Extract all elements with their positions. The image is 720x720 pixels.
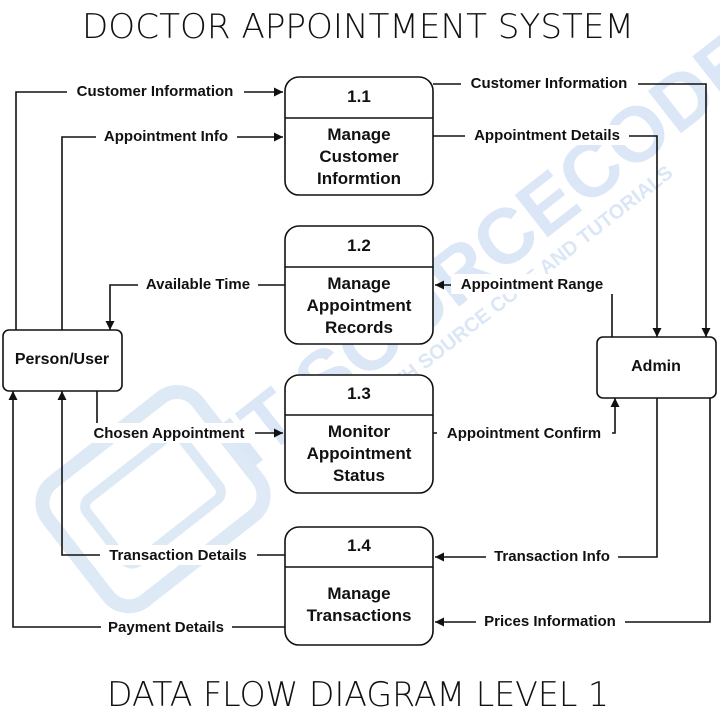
process-1-4: 1.4 Manage Transactions: [284, 526, 434, 646]
page-subtitle: DATA FLOW DIAGRAM LEVEL 1: [107, 675, 609, 715]
flow-labels: Customer Information Appointment Info Cu…: [67, 73, 638, 637]
flow-label-available-time: Available Time: [146, 276, 250, 293]
flow-label-appointment-confirm: Appointment Confirm: [447, 425, 601, 442]
entity-person-user-label: Person/User: [15, 351, 109, 368]
entity-admin: Admin: [596, 336, 717, 399]
process-name-line: Records: [325, 318, 393, 337]
flow-label-appointment-details: Appointment Details: [474, 127, 620, 144]
process-1-1: 1.1 Manage Customer Informtion: [284, 76, 434, 196]
process-number: 1.2: [347, 236, 371, 255]
process-1-3: 1.3 Monitor Appointment Status: [284, 374, 434, 494]
flow-label-customer-info-out: Customer Information: [471, 75, 628, 92]
flow-label-chosen-appointment: Chosen Appointment: [93, 425, 244, 442]
flow-line-appointment-info: [61, 132, 283, 330]
process-name-line: Customer: [319, 147, 399, 166]
process-name-line: Monitor: [328, 422, 391, 441]
flow-label-prices-information: Prices Information: [484, 613, 616, 630]
process-name-line: Manage: [327, 584, 390, 603]
process-number: 1.4: [347, 536, 371, 555]
flow-label-payment-details: Payment Details: [108, 619, 224, 636]
process-name-line: Status: [333, 466, 385, 485]
process-name-line: Appointment: [307, 296, 412, 315]
process-name-line: Manage: [327, 125, 390, 144]
process-name-line: Appointment: [307, 444, 412, 463]
flow-label-transaction-details: Transaction Details: [109, 547, 247, 564]
flow-label-appointment-range: Appointment Range: [461, 276, 604, 293]
process-1-2: 1.2 Manage Appointment Records: [284, 225, 434, 345]
entity-admin-label: Admin: [631, 358, 681, 375]
flow-label-appointment-info: Appointment Info: [104, 128, 228, 145]
process-name-line: Manage: [327, 274, 390, 293]
entity-person-user: Person/User: [2, 329, 123, 392]
flow-label-transaction-info: Transaction Info: [494, 548, 610, 565]
process-name-line: Transactions: [307, 606, 412, 625]
flow-line-transaction-info: [435, 398, 658, 562]
process-name-line: Informtion: [317, 169, 401, 188]
process-number: 1.1: [347, 87, 371, 106]
flow-label-customer-info-in: Customer Information: [77, 83, 234, 100]
page-title: DOCTOR APPOINTMENT SYSTEM: [82, 7, 634, 47]
process-number: 1.3: [347, 384, 371, 403]
